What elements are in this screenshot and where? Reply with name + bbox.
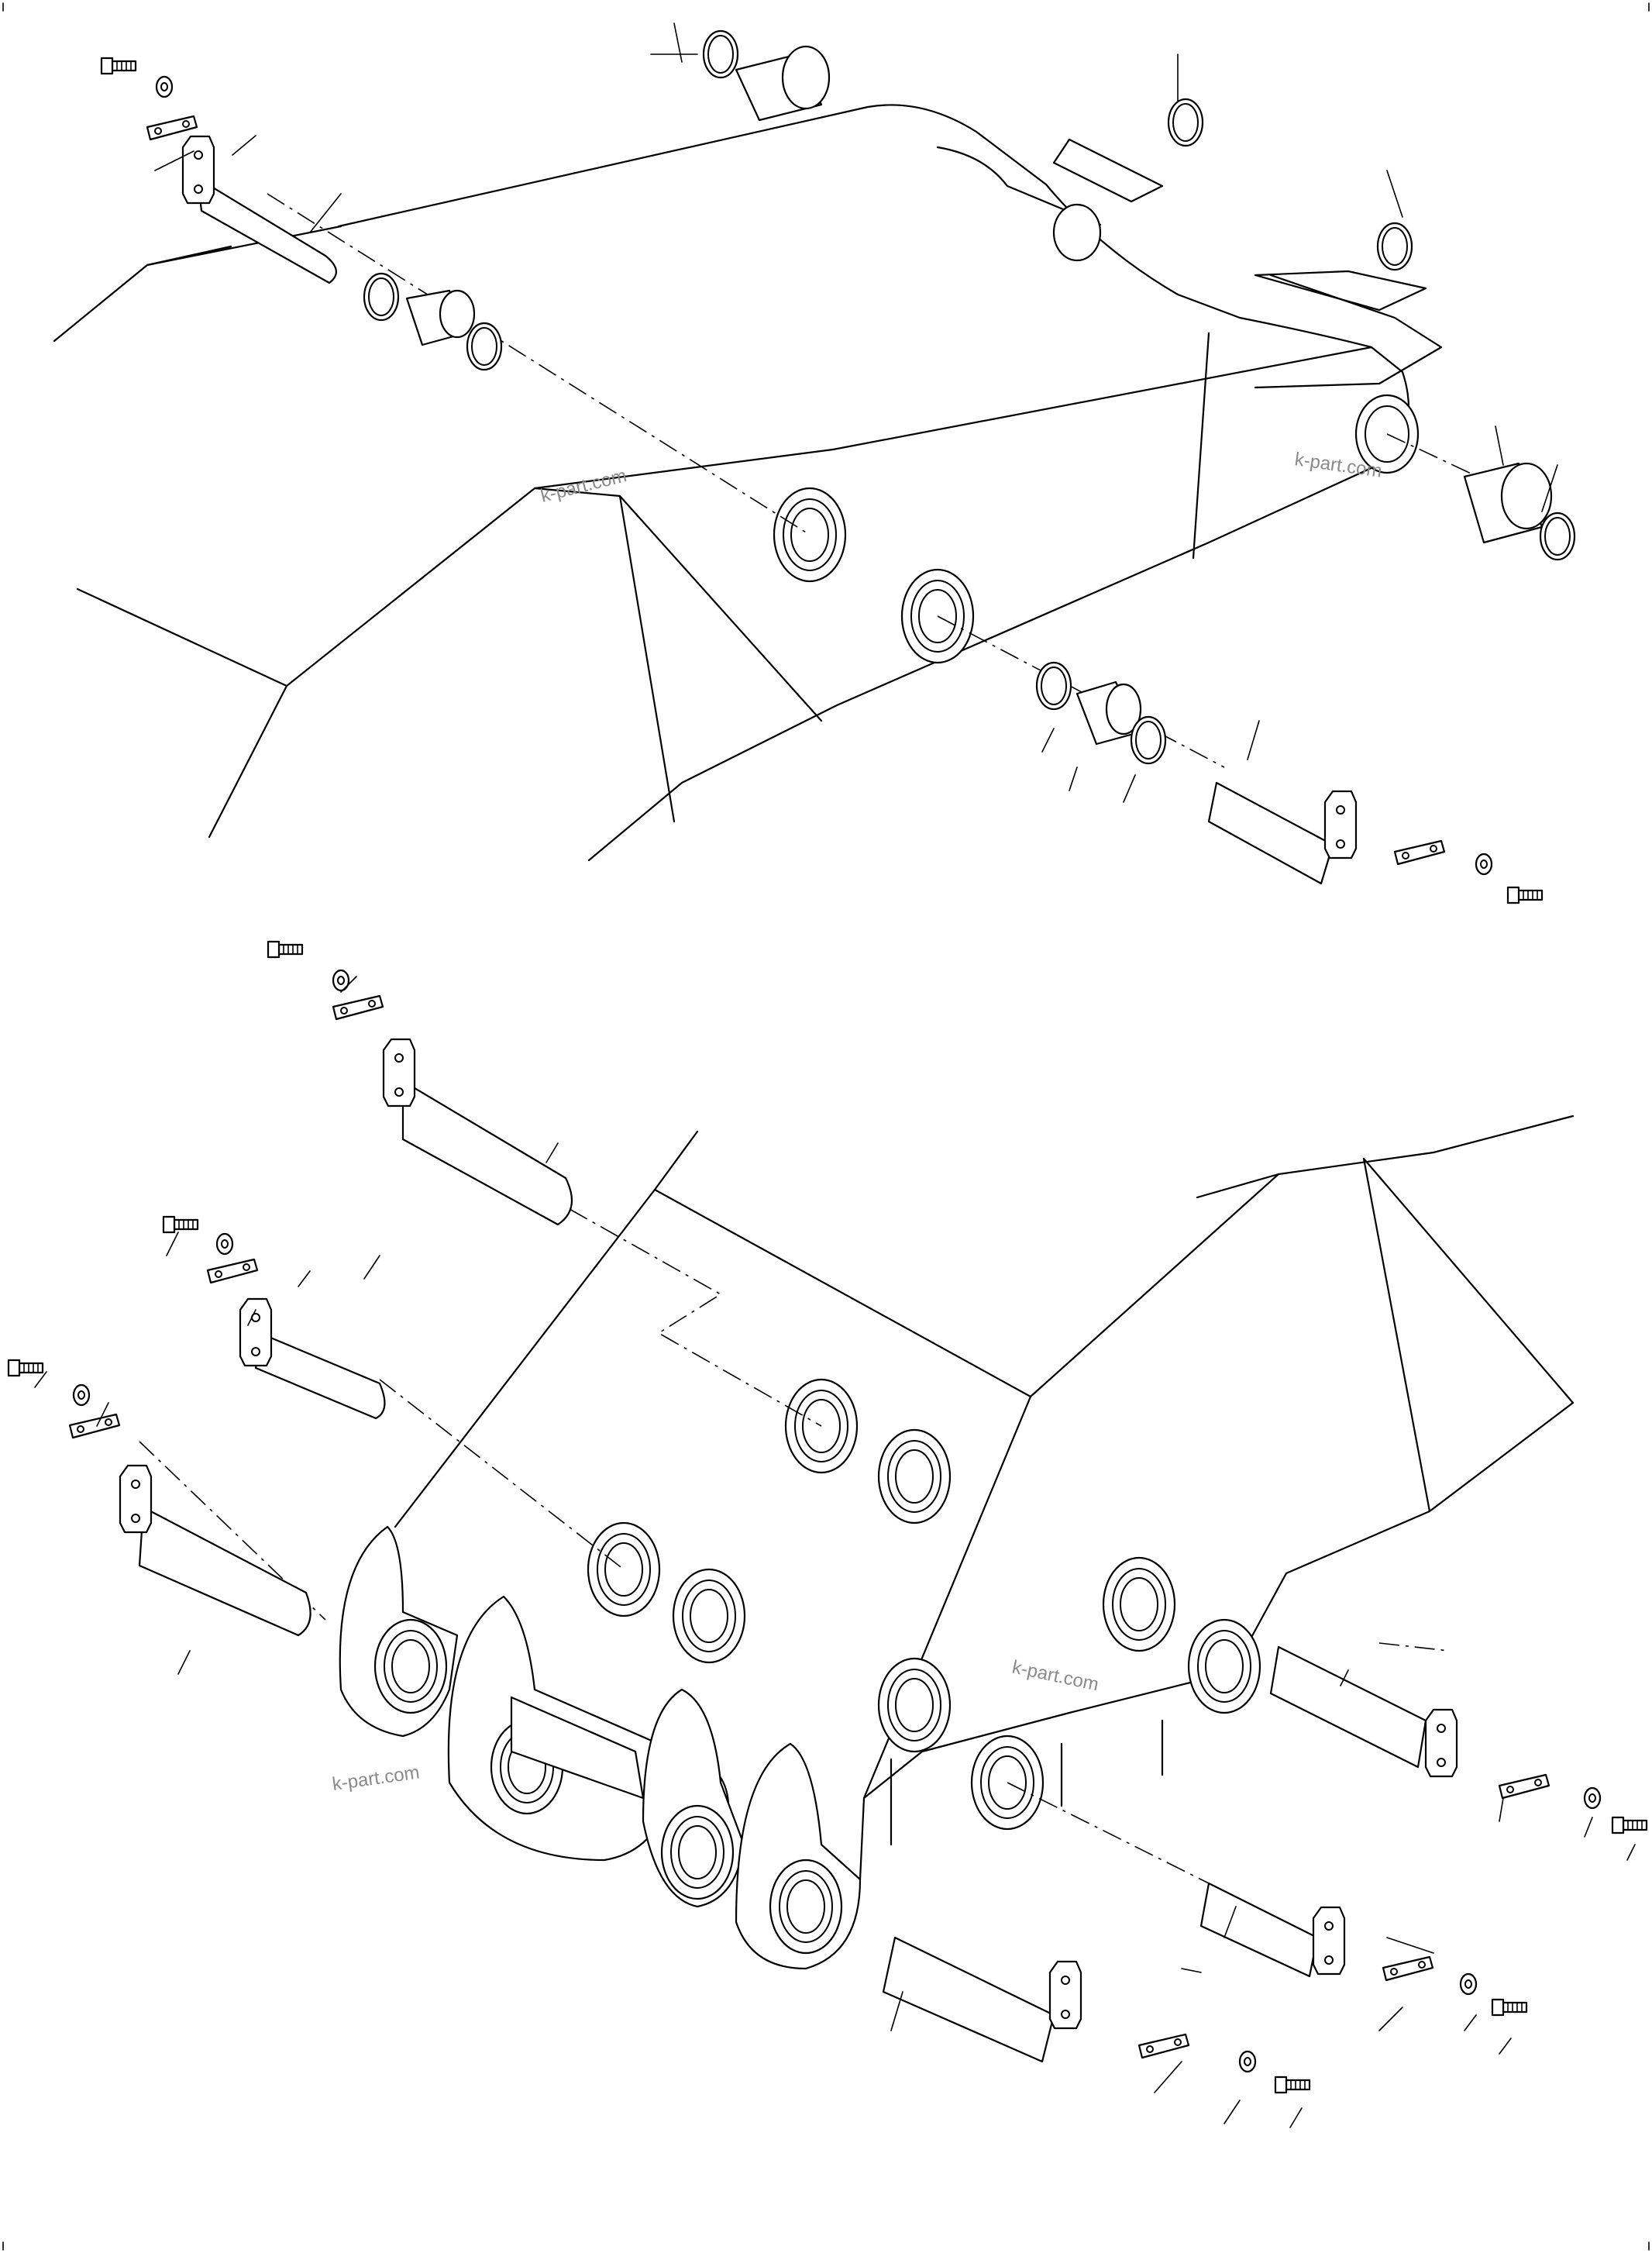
arm-boss [1187,1618,1261,1714]
dust-seal-ring [1130,715,1167,765]
arm-lug-center-right [642,1688,745,1908]
watermark-text: k-part.com [331,1762,421,1795]
lock-plate-icon [206,1258,259,1284]
boom-pin-upper-left [181,135,337,284]
boom-body-outline [146,104,1410,862]
arm-pin-2 [239,1297,386,1420]
bushing-lower-right [1076,680,1142,746]
dust-seal-ring-top [702,29,739,79]
arm-boss [877,1428,952,1524]
bolt-icon [1491,1998,1528,2017]
dust-seal-ring-right [1376,222,1413,271]
bolt-icon [1611,1816,1648,1834]
bolt-icon [162,1215,199,1234]
dust-seal-ring [1539,512,1576,561]
upper-boom-assembly [53,22,1576,904]
lock-plate-icon [1393,839,1446,866]
washer-icon [1475,853,1493,876]
arm-pin-3 [119,1464,311,1637]
washer-icon [72,1383,91,1407]
lower-arm-assembly [7,940,1648,2128]
lock-plate-icon [332,994,384,1021]
arm-boss [877,1657,952,1753]
arm-pin-4 [1269,1645,1458,1778]
boom-pin-boss-left [773,487,847,583]
dust-seal-ring [466,322,503,371]
bolt-icon [267,940,304,959]
bushing-right-end [1463,462,1553,544]
dust-seal-ring [363,272,400,322]
bolt-icon [1274,2076,1311,2094]
dust-seal-ring [1035,661,1072,711]
washer-icon [1459,1972,1478,1996]
lock-plate-icon [1137,2033,1190,2059]
arm-lug-left [339,1525,459,1738]
washer-icon [1238,2050,1257,2073]
washer-icon [1583,1786,1602,1810]
watermark-text: k-part.com [1010,1656,1100,1695]
bolt-icon [7,1359,44,1377]
arm-pin-1 [382,1038,573,1226]
bushing-upper-left [405,289,476,346]
washer-icon [155,75,174,98]
boom-top-boss [1052,203,1102,262]
arm-pin-5 [1199,1882,1346,1978]
lock-plate-icon [68,1413,121,1439]
bolt-icon [100,57,137,75]
washer-icon [215,1232,234,1256]
arm-boss [587,1521,661,1617]
lock-plate-icon [146,115,198,141]
lock-plate-icon [1498,1773,1550,1800]
arm-lug-right [735,1742,862,1970]
arm-body-outline [1196,1114,1575,1199]
arm-boss [1102,1556,1176,1652]
arm-boss [672,1568,746,1664]
bushing-top [735,45,831,122]
lock-plate-icon [1382,1955,1434,1982]
watermark-text: k-part.com [539,465,629,507]
bolt-icon [1506,886,1544,904]
boom-pin-lower-right [1207,781,1358,885]
dust-seal-ring-top-right [1167,98,1204,147]
arm-pin-6 [882,1936,1082,2063]
